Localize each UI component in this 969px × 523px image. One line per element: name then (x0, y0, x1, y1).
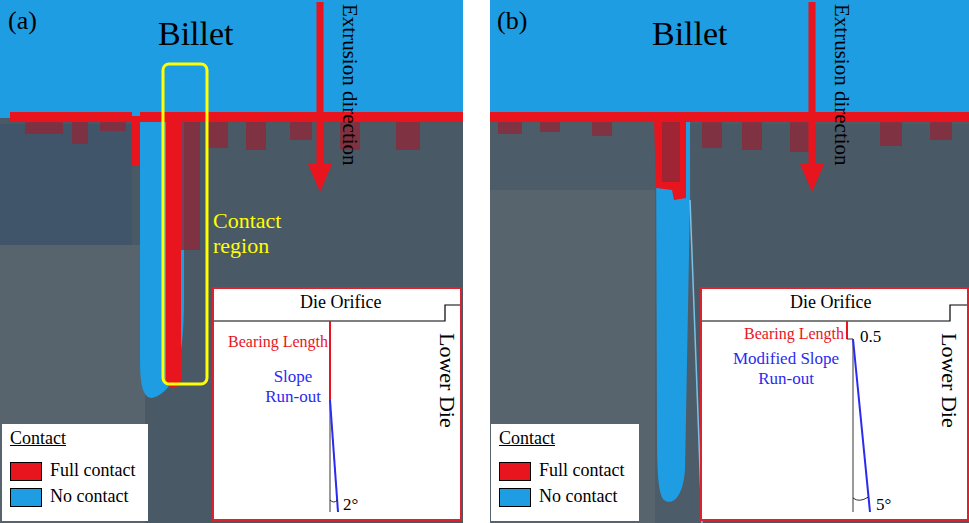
dimension-label: Slope Run-out (260, 367, 326, 406)
dimension-label: 0.5 (860, 327, 881, 347)
legend-title: Contact (499, 428, 555, 449)
direction-label: Extrusion direction (831, 4, 852, 166)
legend-swatch (499, 462, 531, 481)
reference-line (853, 339, 854, 512)
direction-arrowhead (800, 164, 824, 192)
direction-arrowhead (308, 164, 332, 192)
part-name: Lower Die (436, 333, 458, 428)
contact-strip (654, 118, 686, 200)
angle-arc (853, 497, 869, 500)
inset-title: Die Orifice (790, 292, 871, 313)
part-name: Lower Die (938, 333, 960, 428)
legend-entry: No contact (499, 486, 639, 510)
contact-strip (166, 118, 181, 388)
contact-patch (742, 122, 762, 150)
legend-entry: No contact (10, 486, 150, 510)
contact-region-frame (163, 64, 207, 384)
part-name: Billet (158, 14, 234, 53)
legend-text: Full contact (50, 460, 135, 481)
contact-patch (396, 122, 420, 150)
legend-text: No contact (50, 486, 128, 507)
contact-patch (662, 122, 680, 182)
bearing-line (329, 321, 331, 400)
legend-box (491, 424, 639, 521)
legend-box (2, 424, 148, 521)
legend-swatch (10, 462, 42, 481)
die-region (0, 118, 463, 523)
legend-swatch (499, 488, 531, 507)
inset-ground (212, 287, 462, 521)
lower-die-block (690, 124, 969, 523)
detail-inset: Die OrificeBearing LengthSlope Run-out Lo… (212, 287, 462, 521)
angle-label: 2° (343, 495, 358, 515)
bearing-line (846, 321, 848, 339)
part-name: Billet (652, 14, 728, 53)
direction-label: Extrusion direction (339, 4, 360, 166)
upper-die-block (0, 124, 132, 245)
runout-line (853, 339, 870, 512)
contact-patch (208, 122, 228, 148)
dimension-label: Bearing Length (744, 325, 844, 343)
direction-arrow (317, 2, 324, 168)
legend-title: Contact (10, 428, 66, 449)
contact-band (10, 112, 132, 122)
die-region (490, 118, 969, 523)
contact-patch (930, 122, 952, 140)
contact-band (490, 112, 969, 122)
panel-tag: (b) (497, 6, 527, 36)
legend-swatch (10, 488, 42, 507)
contact-patch (25, 122, 63, 134)
inset-title: Die Orifice (300, 292, 381, 313)
contact-strip (132, 116, 140, 166)
panel-tag: (a) (8, 6, 37, 36)
contact-patch (100, 122, 126, 131)
contact-patch (702, 122, 722, 148)
lower-die-block (490, 190, 655, 523)
contact-band (140, 112, 463, 122)
detail-inset: Die OrificeBearing Length 0.5Modified Slo… (700, 287, 969, 521)
contact-patch (181, 122, 200, 250)
contact-patch (290, 122, 312, 140)
contact-patch (880, 122, 902, 146)
billet-region (0, 0, 463, 120)
billet-region (490, 0, 969, 120)
contact-patch (592, 122, 612, 136)
dimension-label: Modified Slope Run-out (730, 349, 842, 388)
partial-contact-patches (498, 122, 952, 182)
legend-entry: Full contact (499, 460, 639, 484)
legend-entry: Full contact (10, 460, 150, 484)
dimension-label: Bearing Length (228, 333, 328, 351)
legend-text: Full contact (539, 460, 624, 481)
angle-arc (330, 500, 337, 502)
contact-patch (498, 122, 522, 134)
contact-patch (72, 122, 88, 144)
region-label: Contact region (213, 208, 299, 259)
inset-ground (700, 287, 969, 521)
legend-text: No contact (539, 486, 617, 507)
direction-arrow (809, 2, 816, 168)
angle-label: 5° (876, 495, 891, 515)
contact-patch (246, 122, 266, 150)
runout-line (330, 400, 338, 512)
contact-patch (540, 122, 560, 132)
